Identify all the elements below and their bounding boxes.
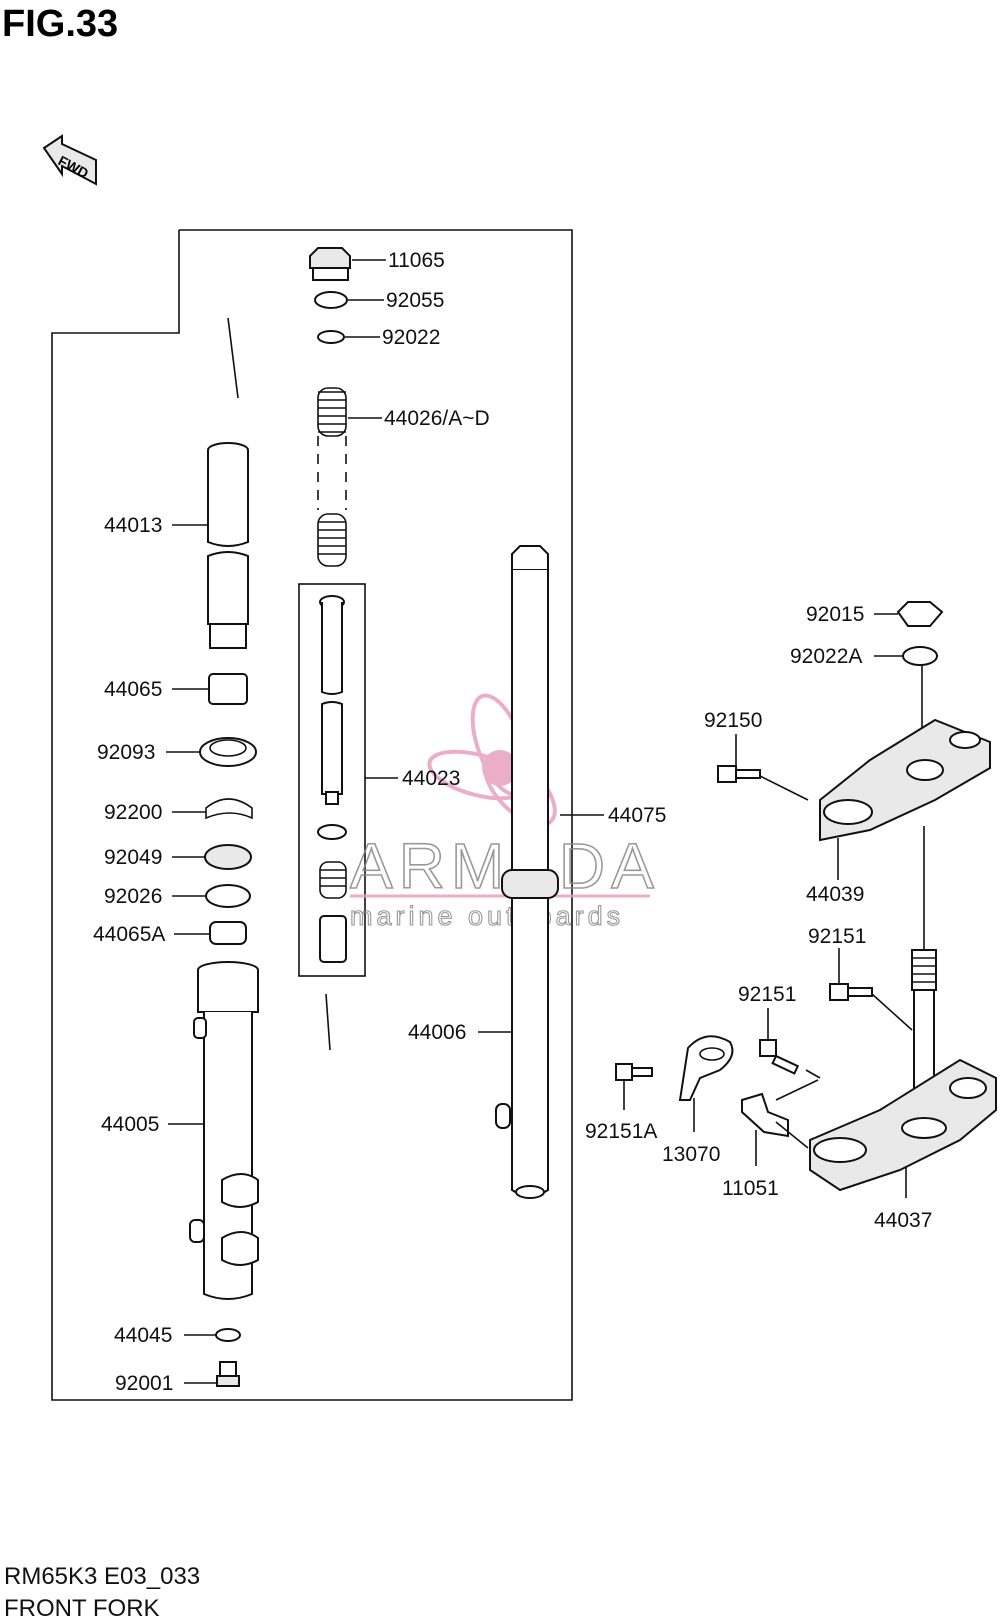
label-92200: 92200	[104, 801, 162, 824]
label-92001: 92001	[115, 1372, 173, 1395]
bushing-44065A-shape	[209, 921, 247, 945]
bolt-92001-shape	[216, 1361, 240, 1387]
cartridge-frame	[298, 583, 366, 977]
dust-seal-92093-shape	[199, 737, 257, 767]
label-44026: 44026/A~D	[384, 407, 490, 430]
o-ring-92055-shape	[314, 291, 348, 309]
label-92093: 92093	[97, 741, 155, 764]
guide-line	[325, 993, 331, 1051]
bolt-92151-upper-shape	[829, 983, 913, 1031]
steering-stem-44037-shape	[809, 949, 997, 1192]
fork-assembly-frame	[51, 229, 573, 1401]
damper-rod-44023-shape	[317, 595, 347, 963]
figure-name: FRONT FORK	[4, 1595, 160, 1622]
label-92055: 92055	[386, 289, 444, 312]
leader-lines	[166, 259, 907, 1384]
bolt-92150-shape	[717, 765, 809, 801]
label-92015: 92015	[806, 603, 864, 626]
bushing-44065-shape	[208, 673, 248, 705]
fork-tube-44006-shape	[495, 545, 559, 1199]
label-92022A: 92022A	[790, 645, 862, 668]
label-92151-upper: 92151	[808, 925, 866, 948]
washer-92026-shape	[205, 884, 251, 908]
bracket-11051-shape	[741, 1092, 789, 1138]
label-44065: 44065	[104, 678, 162, 701]
label-13070: 13070	[662, 1143, 720, 1166]
label-92026: 92026	[104, 885, 162, 908]
label-11065: 11065	[388, 249, 445, 272]
label-11051: 11051	[722, 1177, 779, 1200]
bolt-92151A-shape	[615, 1063, 653, 1081]
guide-13070-shape	[678, 1035, 734, 1101]
nut-92015-shape	[896, 601, 944, 627]
label-92150: 92150	[704, 709, 762, 732]
washer-44045-shape	[215, 1328, 241, 1342]
label-44023: 44023	[402, 767, 460, 790]
spring-44026-shape	[317, 387, 347, 567]
figure-title: FIG.33	[2, 3, 118, 45]
clip-92200-shape	[205, 798, 253, 820]
label-44006: 44006	[408, 1021, 466, 1044]
washer-92022-shape	[317, 330, 345, 344]
label-44039: 44039	[806, 883, 864, 906]
label-92151A: 92151A	[585, 1120, 657, 1143]
outer-tube-44005-shape	[189, 961, 259, 1300]
upper-bracket-44039-shape	[819, 718, 991, 842]
label-44013: 44013	[104, 514, 162, 537]
label-44065A: 44065A	[93, 923, 165, 946]
label-44037: 44037	[874, 1209, 932, 1232]
label-92022: 92022	[382, 326, 440, 349]
part-labels: 11065 92055 92022 44026/A~D 44013 44065 …	[93, 249, 932, 1395]
label-92049: 92049	[104, 846, 162, 869]
inner-tube-44013-shape	[207, 317, 249, 649]
fwd-arrow-icon: FWD	[42, 134, 97, 186]
bolt-92151-lower-shape	[759, 1039, 821, 1079]
oil-seal-92049-shape	[204, 844, 252, 870]
label-44005: 44005	[101, 1113, 159, 1136]
figure-code: RM65K3 E03_033	[4, 1563, 200, 1590]
cap-bolt-shape	[309, 247, 351, 281]
watermark-tagline: marine outboards	[350, 901, 624, 931]
label-44045: 44045	[114, 1324, 172, 1347]
label-44075: 44075	[608, 804, 666, 827]
label-92151-lower: 92151	[738, 983, 796, 1006]
washer-92022A-shape	[902, 646, 938, 666]
